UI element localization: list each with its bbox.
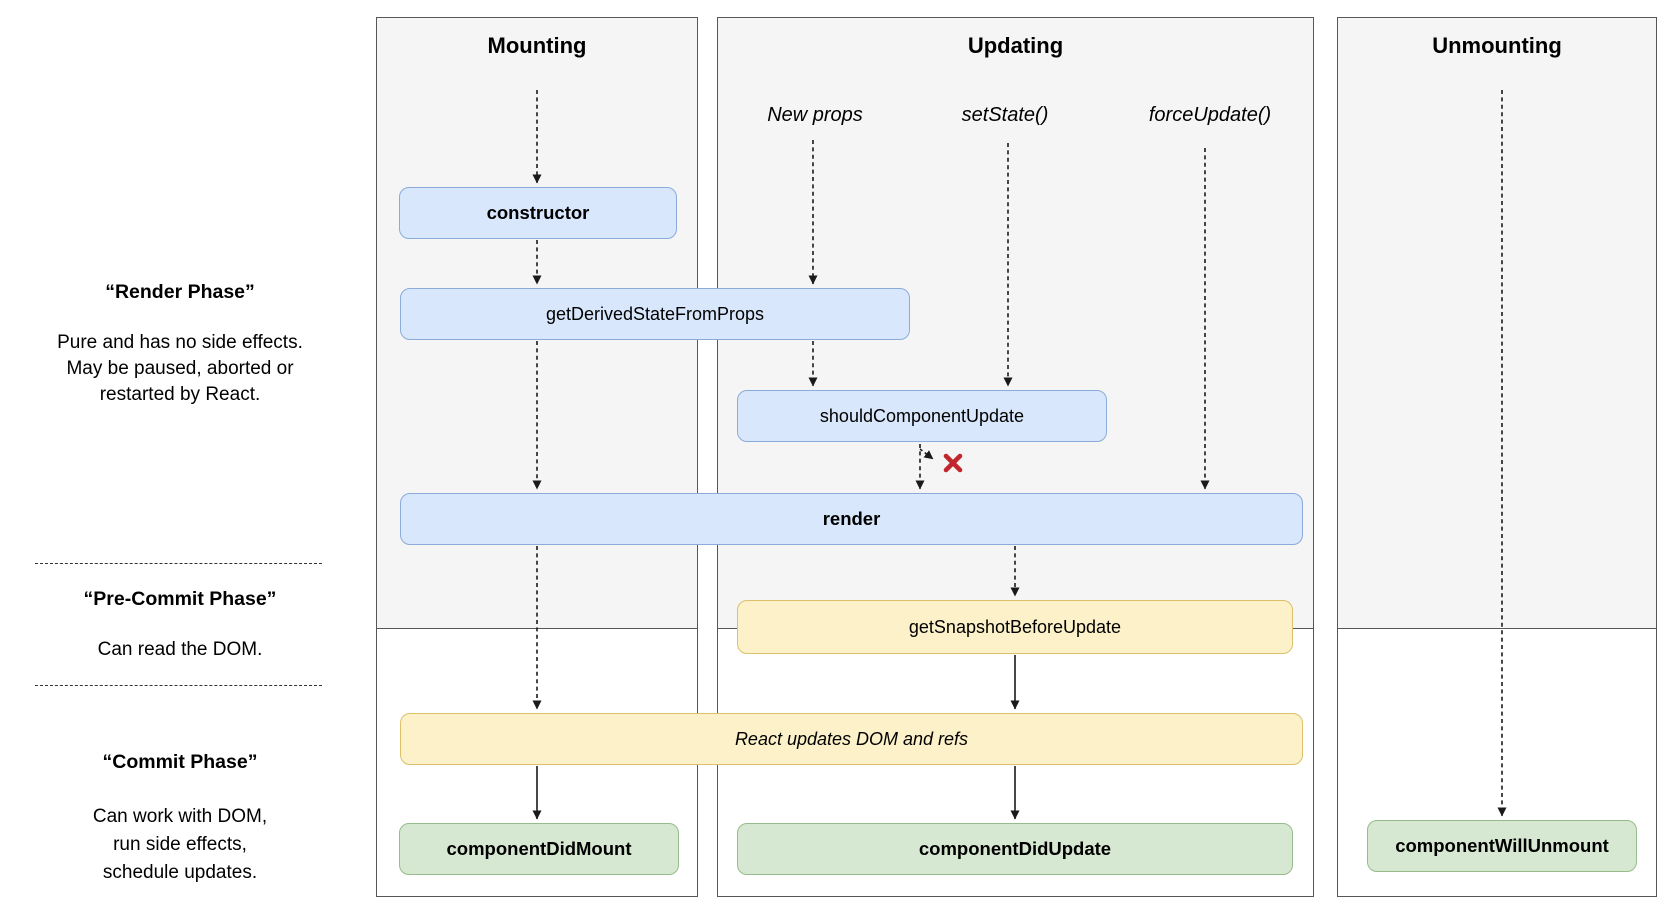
react-updates-dom-box: React updates DOM and refs	[400, 713, 1303, 765]
text-line: May be paused, aborted or	[66, 358, 294, 379]
setstate-label: setState()	[961, 104, 1049, 126]
componentdidupdate-box[interactable]: componentDidUpdate	[737, 823, 1293, 875]
render-phase-description: Pure and has no side effects. May be pau…	[20, 330, 340, 408]
pre-commit-phase-description: Can read the DOM.	[20, 637, 340, 663]
mounting-column-title: Mounting	[487, 33, 587, 58]
getsnapshotbeforeupdate-box[interactable]: getSnapshotBeforeUpdate	[737, 600, 1293, 654]
phase-divider-bottom	[35, 685, 322, 686]
text-line: Can work with DOM,	[92, 806, 268, 827]
pre-commit-phase-title: “Pre-Commit Phase”	[83, 588, 277, 610]
forceupdate-label: forceUpdate()	[1148, 104, 1272, 126]
skip-update-x-icon	[943, 453, 963, 473]
updating-column-title: Updating	[967, 33, 1064, 58]
commit-phase-title: “Commit Phase”	[102, 751, 258, 773]
unmounting-column-title: Unmounting	[1432, 33, 1562, 58]
componentwillunmount-box[interactable]: componentWillUnmount	[1367, 820, 1637, 872]
arrow-shouldupdate-skip-branch	[919, 448, 934, 460]
text-line: schedule updates.	[102, 862, 258, 883]
render-box[interactable]: render	[400, 493, 1303, 545]
componentdidmount-box[interactable]: componentDidMount	[399, 823, 679, 875]
text-line: Can read the DOM.	[97, 639, 263, 660]
text-line: restarted by React.	[99, 384, 261, 405]
text-line: run side effects,	[113, 834, 247, 855]
unmounting-column	[1337, 17, 1657, 897]
text-line: Pure and has no side effects.	[57, 332, 303, 353]
unmounting-render-phase-zone	[1338, 18, 1656, 629]
shouldcomponentupdate-box[interactable]: shouldComponentUpdate	[737, 390, 1107, 442]
render-phase-title: “Render Phase”	[105, 281, 255, 303]
phase-divider-top	[35, 563, 322, 564]
constructor-box[interactable]: constructor	[399, 187, 677, 239]
commit-phase-description: Can work with DOM, run side effects, sch…	[20, 803, 340, 887]
getderivedstatefromprops-box[interactable]: getDerivedStateFromProps	[400, 288, 910, 340]
new-props-label: New props	[767, 104, 863, 126]
